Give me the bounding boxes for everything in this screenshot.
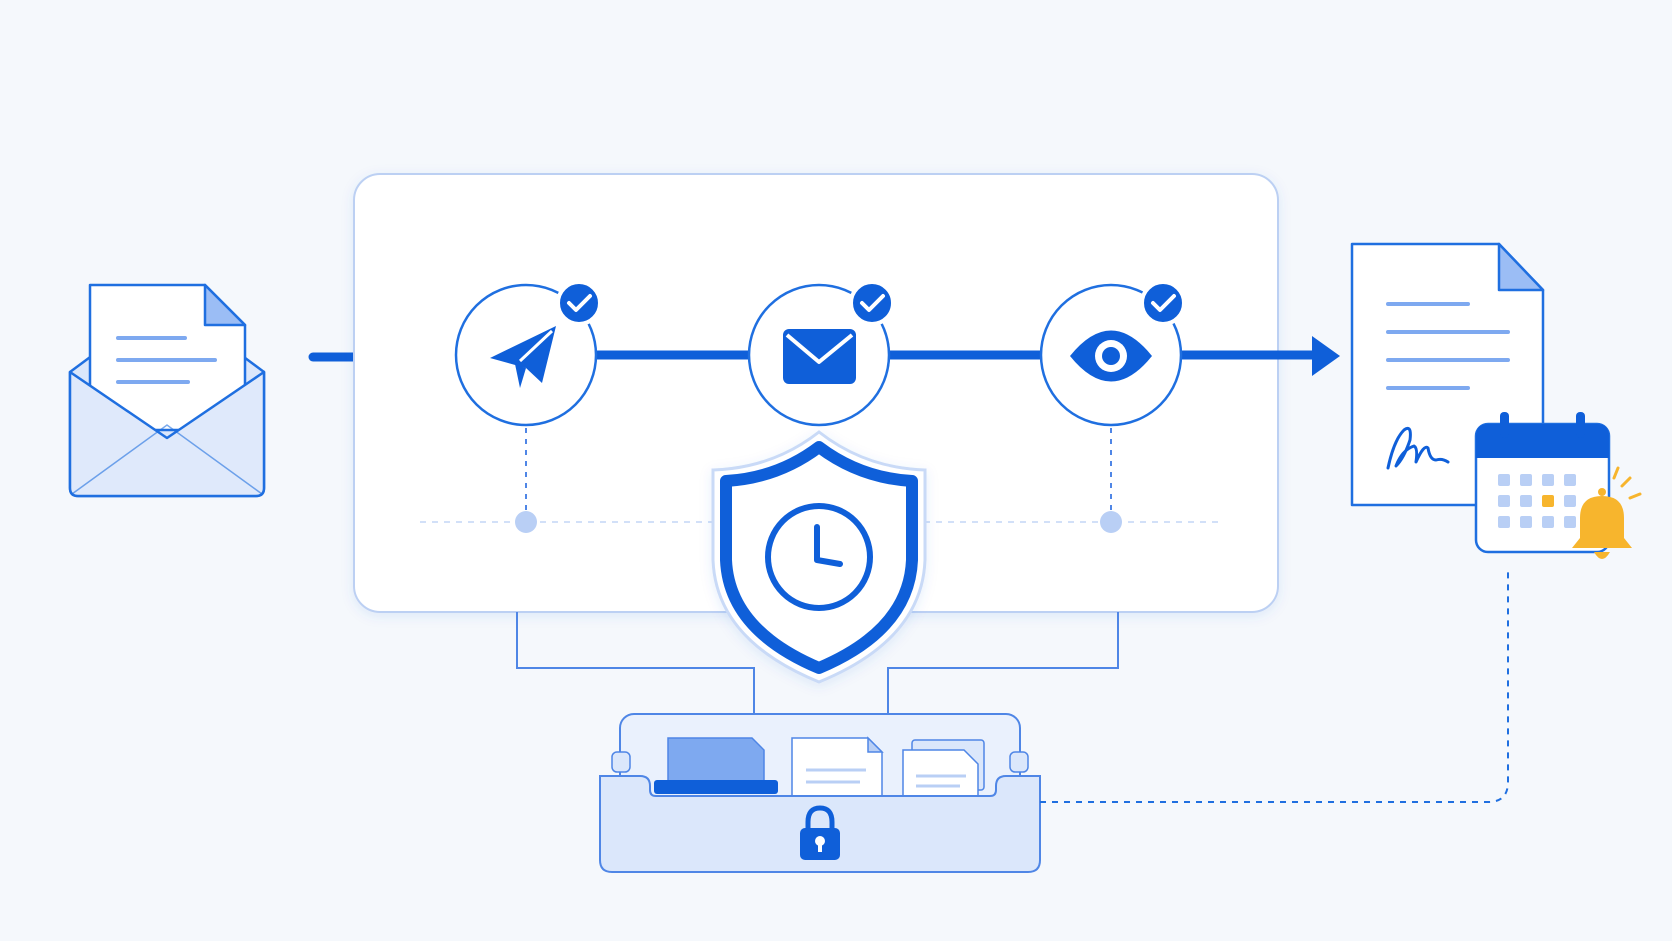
checkmark-badge-icon (849, 280, 895, 326)
calendar-day (1564, 516, 1576, 528)
step-sent[interactable] (454, 280, 602, 427)
bell-icon (1572, 466, 1642, 559)
calendar-day (1542, 516, 1554, 528)
calendar-day (1520, 474, 1532, 486)
calendar-highlighted-day (1542, 495, 1554, 507)
calendar-day (1498, 474, 1510, 486)
signature-mark (1386, 426, 1450, 470)
open-envelope-document-icon (68, 283, 266, 498)
lock-icon (800, 805, 840, 860)
storage-connector-right (887, 612, 1119, 716)
notification-dashed-path (1040, 572, 1509, 803)
locked-file-tray-icon (599, 713, 1041, 873)
calendar-day (1498, 495, 1510, 507)
checkmark-badge-icon (556, 280, 602, 326)
calendar-day (1564, 495, 1576, 507)
eye-icon (1070, 330, 1152, 382)
outgoing-arrow (1175, 336, 1340, 376)
calendar-day (1520, 495, 1532, 507)
step-delivered[interactable] (747, 280, 895, 427)
paper-plane-icon (490, 326, 556, 388)
shield-clock-icon (711, 430, 927, 684)
status-dot (515, 511, 537, 533)
checkmark-badge-icon (1140, 280, 1186, 326)
calendar-day (1520, 516, 1532, 528)
calendar-day (1564, 474, 1576, 486)
calendar-day (1542, 474, 1554, 486)
step-viewed[interactable] (1039, 280, 1186, 427)
calendar-day (1498, 516, 1510, 528)
calendar-icon (1474, 412, 1611, 554)
status-dot (1100, 511, 1122, 533)
envelope-icon (783, 329, 856, 384)
calendar-day-grid (1498, 474, 1576, 528)
storage-connector-left (516, 612, 755, 716)
